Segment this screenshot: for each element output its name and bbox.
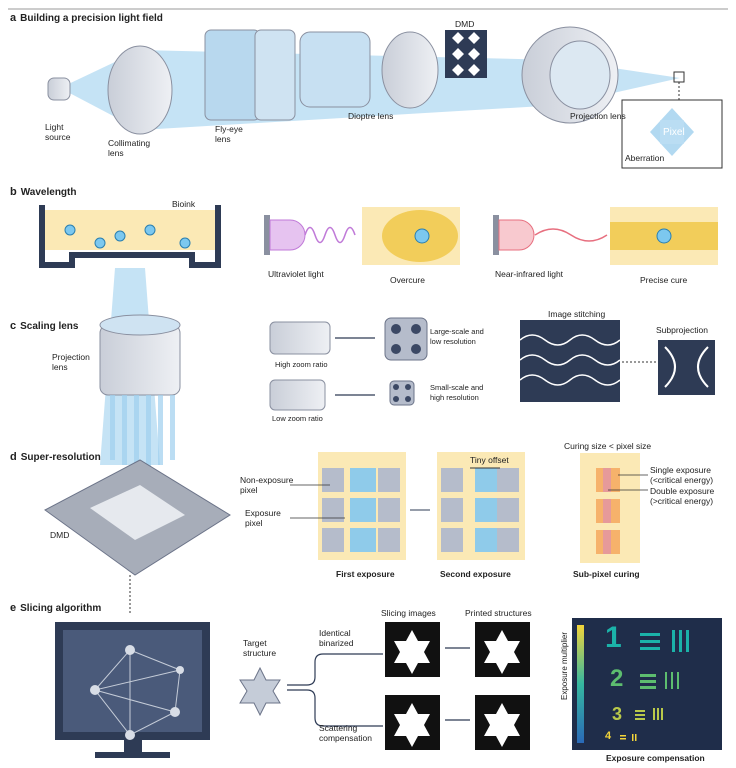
label-dmd-board: DMD [50, 530, 70, 540]
label-single-exposure: Single exposure (<critical energy) [650, 465, 714, 485]
label-bioink: Bioink [172, 199, 196, 209]
label-subpixel-curing: Sub-pixel curing [573, 569, 640, 579]
resolution-number-4: 4 [605, 730, 612, 742]
label-overcure: Overcure [390, 275, 425, 285]
label-first-exposure: First exposure [336, 569, 395, 579]
label-high-zoom: High zoom ratio [275, 360, 328, 369]
label-uv-light: Ultraviolet light [268, 269, 324, 279]
exposure-pixel [475, 528, 501, 552]
uv-wave [304, 226, 356, 244]
label-exposure-compensation: Exposure compensation [606, 753, 705, 763]
light-source [47, 77, 71, 101]
label-image-stitching: Image stitching [548, 309, 606, 319]
pixel-inset [621, 99, 723, 169]
non-exposure-pixel [441, 498, 463, 522]
label-projection-lens-c: Projection lens [52, 352, 90, 372]
nir-lamp [498, 219, 535, 251]
non-exposure-pixel [378, 528, 400, 552]
exposure-pixel [350, 528, 376, 552]
non-exposure-pixel [322, 498, 344, 522]
label-target-structure: Target structure [243, 638, 277, 658]
collimating-lens [107, 45, 173, 135]
resolution-number-1: 1 [605, 621, 622, 654]
fly-eye-lens [204, 29, 296, 121]
uv-lamp [269, 219, 306, 251]
resolution-bars [620, 630, 689, 741]
label-curing-size: Curing size < pixel size [564, 441, 652, 451]
label-collimating-lens: Collimating lens [108, 138, 151, 158]
label-exposure-pixel: Exposure pixel [245, 508, 281, 528]
label-aberration: Aberration [625, 153, 665, 163]
non-exposure-pixel [497, 498, 519, 522]
bioink-tray [39, 205, 221, 268]
label-dmd: DMD [455, 19, 475, 29]
exposure-panel [572, 618, 722, 750]
non-exposure-pixel [378, 468, 400, 492]
monitor [55, 622, 210, 758]
large-scaffold [384, 317, 428, 361]
pixel-grids [322, 468, 519, 552]
non-exposure-pixel [378, 498, 400, 522]
label-small-scale: Small-scale and high resolution [430, 383, 484, 402]
label-projection-lens: Projection lens [570, 111, 626, 121]
label-identical-binarized: Identical binarized [319, 628, 354, 648]
label-nir-light: Near-infrared light [495, 269, 564, 279]
label-non-exposure-pixel: Non-exposure pixel [240, 475, 294, 495]
label-light-source: Light source [45, 122, 71, 142]
label-scattering-compensation: Scattering compensation [319, 723, 372, 743]
label-subprojection: Subprojection [656, 325, 708, 335]
label-slicing-images: Slicing images [381, 608, 436, 618]
dmd-chip [445, 30, 487, 78]
non-exposure-pixel [441, 468, 463, 492]
exposure-pixel [350, 498, 376, 522]
non-exposure-pixel [497, 528, 519, 552]
non-exposure-pixel [497, 468, 519, 492]
non-exposure-pixel [322, 528, 344, 552]
projected-beams [110, 395, 175, 470]
nir-wave [534, 228, 608, 242]
non-exposure-pixel [441, 528, 463, 552]
label-double-exposure: Double exposure (>critical energy) [650, 486, 715, 506]
label-precise-cure: Precise cure [640, 275, 688, 285]
small-scaffold [389, 380, 415, 406]
label-fly-eye-lens: Fly-eye lens [215, 124, 243, 144]
resolution-number-3: 3 [612, 704, 623, 724]
label-dioptre-lens: Dioptre lens [348, 111, 394, 121]
high-zoom-lens [269, 321, 331, 355]
dioptre-lens [299, 31, 439, 109]
exposure-multiplier-bar [577, 625, 584, 743]
resolution-number-2: 2 [610, 665, 624, 692]
subpixel-bars [596, 468, 620, 554]
label-printed-structures: Printed structures [465, 608, 532, 618]
label-second-exposure: Second exposure [440, 569, 511, 579]
label-large-scale: Large-scale and low resolution [430, 327, 484, 346]
projection-lens-c [99, 314, 181, 396]
exposure-pixel [475, 468, 501, 492]
low-zoom-lens [269, 379, 326, 411]
label-low-zoom: Low zoom ratio [272, 414, 323, 423]
focus-box [673, 71, 685, 83]
label-pixel: Pixel [663, 127, 685, 138]
target-star [239, 666, 281, 717]
exposure-pixel [475, 498, 501, 522]
label-tiny-offset: Tiny offset [470, 455, 509, 465]
label-exposure-multiplier: Exposure multiplier [560, 631, 569, 700]
stitching-grid [520, 320, 620, 402]
non-exposure-pixel [322, 468, 344, 492]
exposure-pixel [350, 468, 376, 492]
